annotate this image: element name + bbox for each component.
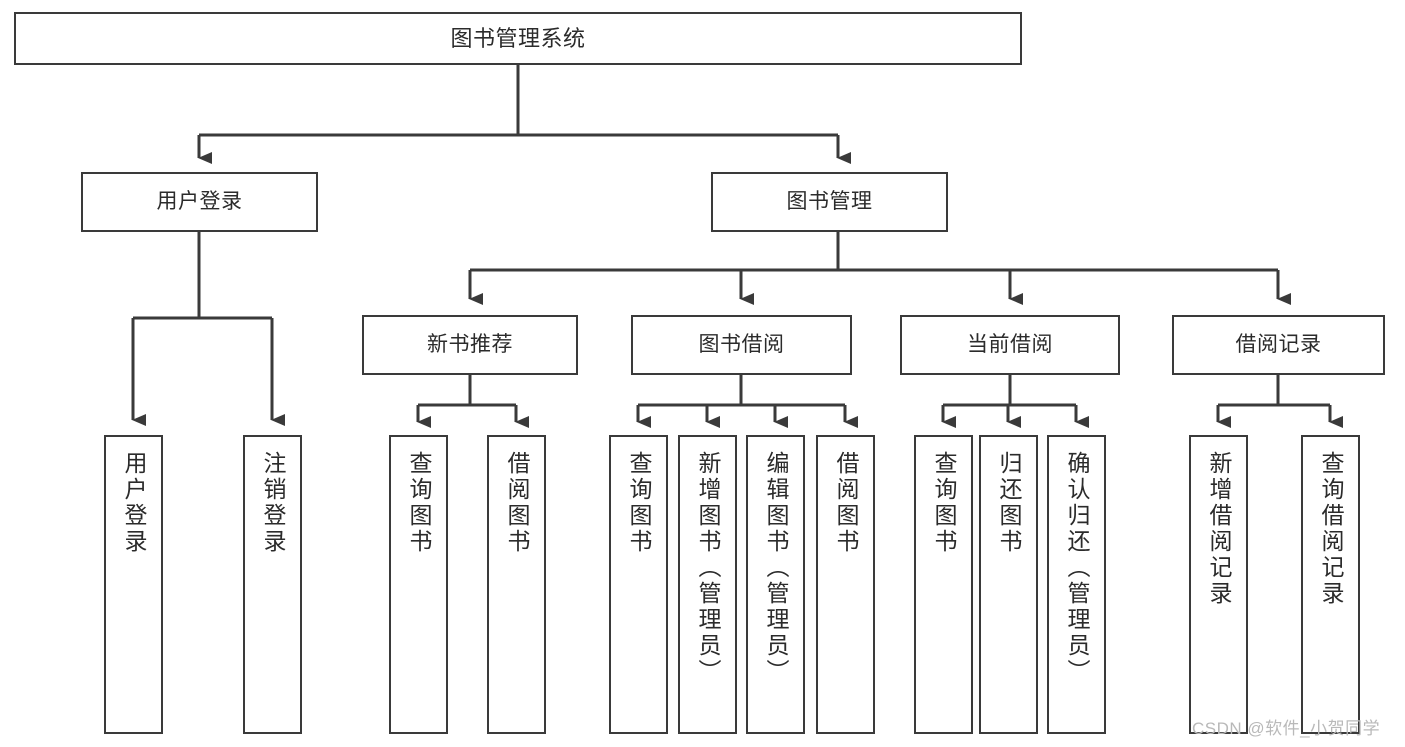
node-leaf-user-login-label: 用户登录 [121,451,147,555]
node-leaf-confirm-return[interactable]: 确认归还（管理员） [1047,435,1106,734]
node-leaf-query-book-2-label: 查询图书 [626,451,652,555]
node-new-book-recommend-label: 新书推荐 [427,332,513,356]
node-current-borrow-label: 当前借阅 [967,332,1053,356]
csdn-watermark: CSDN @软件_小贺同学 [1192,719,1381,738]
node-book-borrow[interactable]: 图书借阅 [631,315,852,375]
node-leaf-logout-label: 注销登录 [260,451,286,555]
node-leaf-confirm-return-label: 确认归还（管理员） [1064,451,1090,685]
node-user-login[interactable]: 用户登录 [81,172,318,232]
node-leaf-edit-book-label: 编辑图书（管理员） [763,451,789,685]
node-book-management[interactable]: 图书管理 [711,172,948,232]
node-leaf-add-record[interactable]: 新增借阅记录 [1189,435,1248,734]
node-book-borrow-label: 图书借阅 [698,332,785,356]
node-leaf-query-book-2[interactable]: 查询图书 [609,435,668,734]
node-leaf-borrow-book-1[interactable]: 借阅图书 [487,435,546,734]
node-leaf-return-book[interactable]: 归还图书 [979,435,1038,734]
node-borrow-record[interactable]: 借阅记录 [1172,315,1385,375]
node-leaf-borrow-book-2[interactable]: 借阅图书 [816,435,875,734]
node-leaf-query-record[interactable]: 查询借阅记录 [1301,435,1360,734]
node-current-borrow[interactable]: 当前借阅 [900,315,1120,375]
node-borrow-record-label: 借阅记录 [1235,332,1322,356]
node-leaf-user-login[interactable]: 用户登录 [104,435,163,734]
node-leaf-add-record-label: 新增借阅记录 [1206,451,1232,607]
node-leaf-borrow-book-2-label: 借阅图书 [833,451,859,555]
node-root-label: 图书管理系统 [450,25,586,51]
node-leaf-logout[interactable]: 注销登录 [243,435,302,734]
node-leaf-query-book-1-label: 查询图书 [406,451,432,555]
node-root[interactable]: 图书管理系统 [14,12,1022,65]
node-leaf-borrow-book-1-label: 借阅图书 [504,451,530,555]
node-leaf-return-book-label: 归还图书 [996,451,1022,555]
node-leaf-add-book-label: 新增图书（管理员） [695,451,721,685]
node-user-login-label: 用户登录 [156,189,243,213]
node-book-management-label: 图书管理 [786,189,873,213]
node-leaf-edit-book[interactable]: 编辑图书（管理员） [746,435,805,734]
node-leaf-query-book-1[interactable]: 查询图书 [389,435,448,734]
node-new-book-recommend[interactable]: 新书推荐 [362,315,578,375]
node-leaf-query-book-3-label: 查询图书 [931,451,957,555]
node-leaf-query-record-label: 查询借阅记录 [1318,451,1344,607]
node-leaf-add-book[interactable]: 新增图书（管理员） [678,435,737,734]
node-leaf-query-book-3[interactable]: 查询图书 [914,435,973,734]
